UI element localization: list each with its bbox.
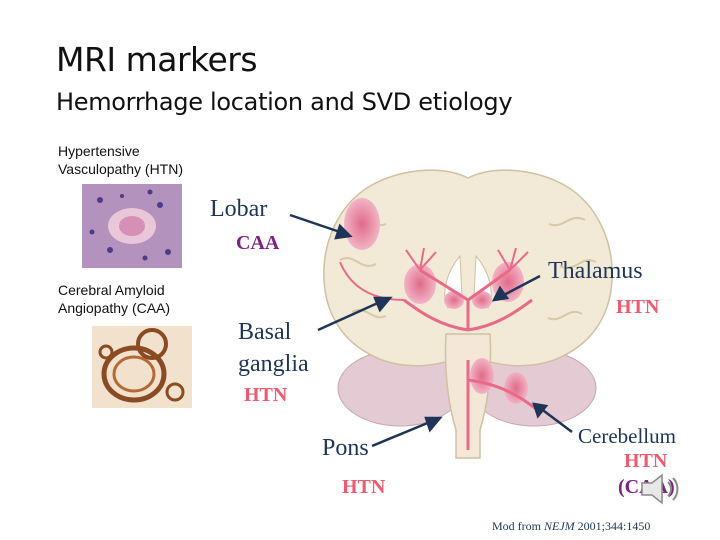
basal-ganglia-label: Basal ganglia <box>238 316 309 380</box>
cerebellum-arrow <box>539 407 573 433</box>
basal-ganglia-etiology: HTN <box>244 384 288 406</box>
thalamus-etiology: HTN <box>616 296 660 318</box>
citation: Mod from NEJM 2001;344:1450 <box>492 519 650 534</box>
citation-journal: NEJM <box>544 519 575 533</box>
basal-ganglia-arrow <box>317 300 381 332</box>
cerebellum-arrow-head <box>532 402 549 419</box>
htn-caption: Hypertensive Vasculopathy (HTN) <box>58 142 183 178</box>
thalamus-arrow-head <box>491 285 510 302</box>
slide-title: MRI markers <box>56 40 258 79</box>
caa-caption-line-2: Angiopathy (CAA) <box>58 300 171 316</box>
thalamus-arrow <box>501 274 541 298</box>
lobar-etiology: CAA <box>236 232 280 254</box>
pons-label: Pons <box>322 435 369 461</box>
pons-arrow <box>371 420 431 448</box>
citation-prefix: Mod from <box>492 519 544 533</box>
citation-suffix: 2001;344:1450 <box>574 519 651 533</box>
lobar-arrow <box>289 213 341 234</box>
pons-etiology: HTN <box>342 476 386 498</box>
slide-subtitle: Hemorrhage location and SVD etiology <box>56 88 513 116</box>
lobar-label: Lobar <box>210 196 268 222</box>
caa-caption: Cerebral Amyloid Angiopathy (CAA) <box>58 281 170 317</box>
thalamus-label: Thalamus <box>548 258 643 284</box>
caa-caption-line-1: Cerebral Amyloid <box>58 282 165 298</box>
cerebellum-label: Cerebellum <box>578 424 676 448</box>
basal-ganglia-label-line-1: Basal <box>238 319 292 345</box>
caa-histology-image <box>92 326 192 408</box>
htn-caption-line-1: Hypertensive <box>58 143 140 159</box>
pointer-arrows <box>289 213 573 448</box>
basal-ganglia-arrow-head <box>373 296 393 313</box>
lobar-arrow-head <box>334 223 353 240</box>
htn-caption-line-2: Vasculopathy (HTN) <box>58 161 184 177</box>
brain-illustration <box>323 169 613 459</box>
speaker-icon[interactable] <box>638 470 686 508</box>
htn-histology-image <box>82 184 182 268</box>
cerebellum-etiology: HTN <box>624 450 668 472</box>
pons-arrow-head <box>424 416 443 433</box>
basal-ganglia-label-line-2: ganglia <box>238 351 309 377</box>
